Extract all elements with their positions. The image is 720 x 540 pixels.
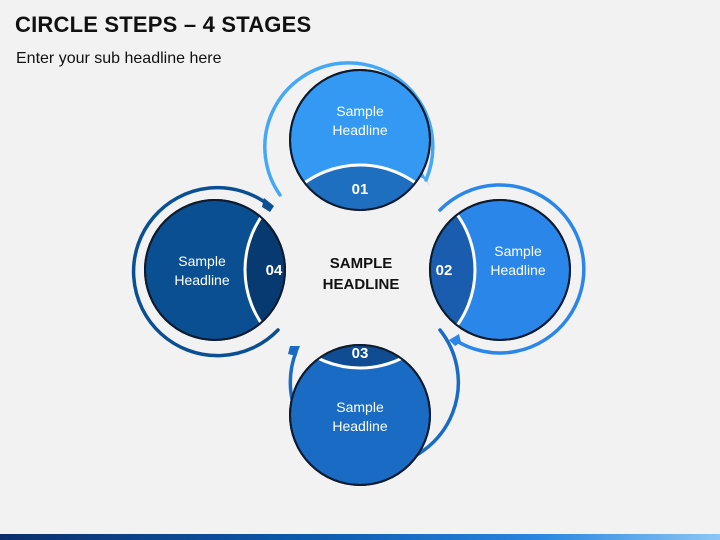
step-03-label-line1: Sample bbox=[336, 399, 384, 415]
page-title: CIRCLE STEPS – 4 STAGES bbox=[15, 12, 312, 37]
step-04: Sample Headline 04 bbox=[131, 185, 286, 358]
step-02-number: 02 bbox=[436, 262, 453, 279]
step-01-ring-arrow bbox=[263, 61, 435, 197]
step-01: Sample Headline 01 bbox=[263, 61, 435, 211]
step-03: 03 Sample Headline bbox=[288, 328, 461, 486]
step-04-ring-arrow bbox=[131, 185, 280, 358]
step-03-label-line2: Headline bbox=[332, 418, 387, 434]
bottom-accent-bar bbox=[0, 534, 720, 540]
step-03-number: 03 bbox=[352, 345, 369, 362]
step-02-ring-arrow bbox=[438, 183, 586, 355]
step-02-label-line2: Headline bbox=[490, 262, 545, 278]
center-headline-line1: SAMPLE bbox=[330, 255, 393, 272]
step-04-label-line2: Headline bbox=[174, 272, 229, 288]
step-01-label-line1: Sample bbox=[336, 103, 384, 119]
center-headline-line2: HEADLINE bbox=[323, 276, 400, 293]
step-04-label-line1: Sample bbox=[178, 253, 226, 269]
step-02-arrowhead-icon bbox=[449, 334, 461, 346]
step-02-label-line1: Sample bbox=[494, 243, 542, 259]
step-01-label-line2: Headline bbox=[332, 122, 387, 138]
step-04-arrowhead-icon bbox=[262, 198, 274, 212]
step-01-number: 01 bbox=[352, 181, 369, 198]
step-04-number: 04 bbox=[266, 262, 283, 279]
step-03-arrowhead-icon bbox=[288, 346, 300, 356]
step-02: 02 Sample Headline bbox=[429, 183, 586, 355]
page-subtitle: Enter your sub headline here bbox=[16, 50, 222, 67]
